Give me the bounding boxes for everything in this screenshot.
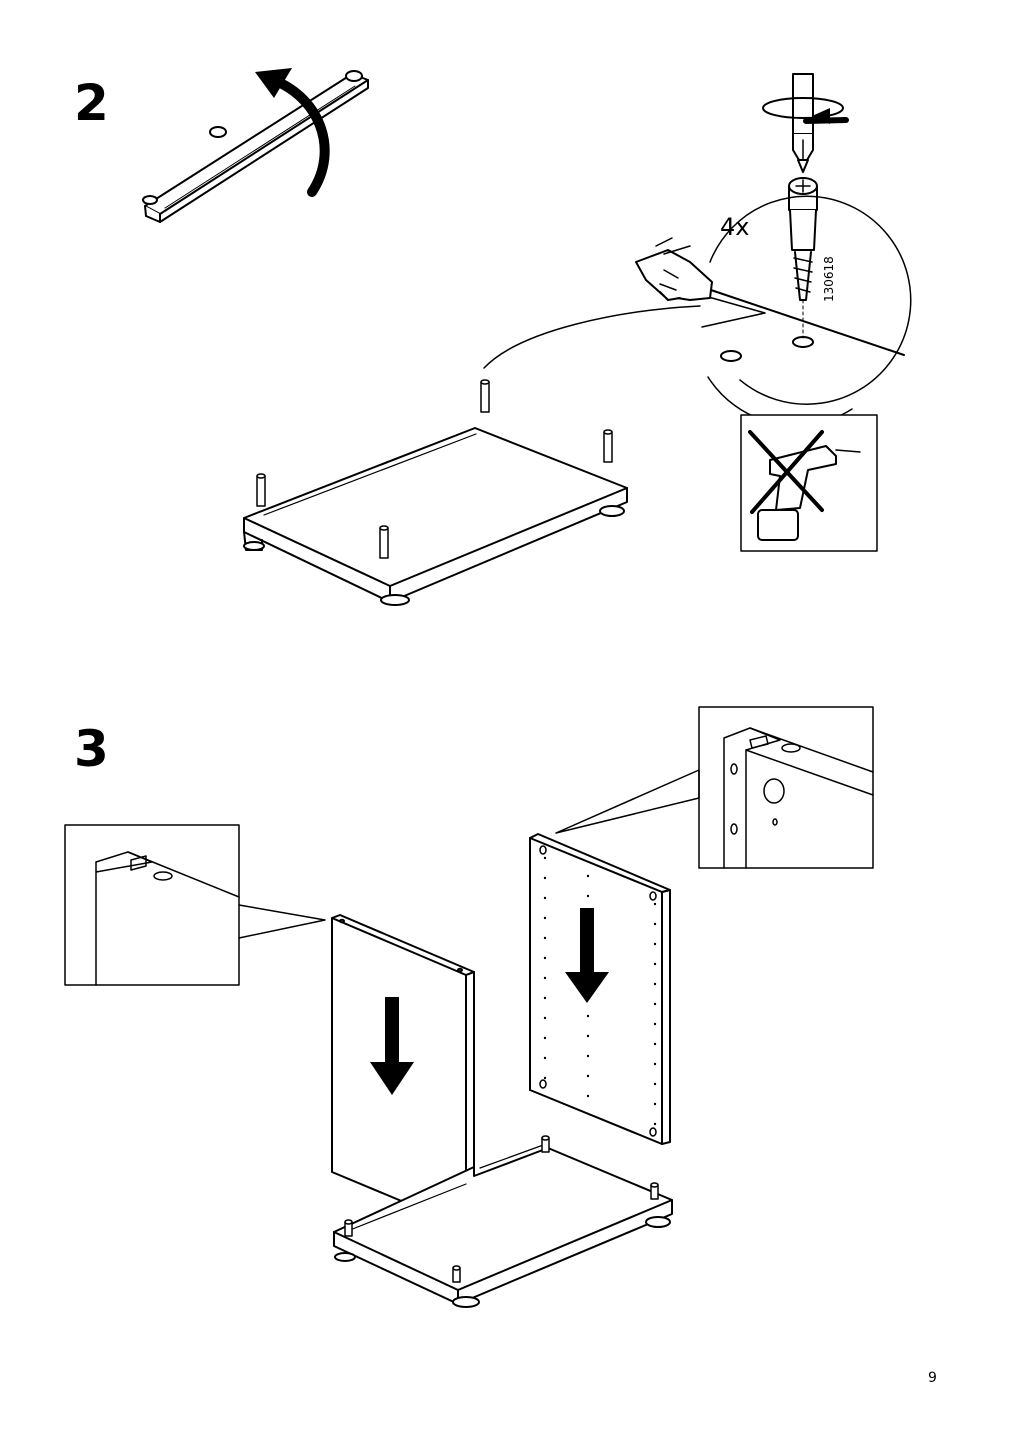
down-arrow-icon xyxy=(370,997,414,1095)
step-number-3: 3 xyxy=(74,720,109,778)
no-power-drill-icon xyxy=(740,414,878,552)
callout-line xyxy=(483,305,701,369)
hand-pointing-icon xyxy=(635,237,713,301)
right-side-panel xyxy=(529,833,671,1145)
right-callout-pointer xyxy=(555,769,700,834)
part-number-label: 130618 xyxy=(822,256,836,302)
page-number: 9 xyxy=(928,1370,937,1386)
clockwise-rotation-icon xyxy=(762,97,849,124)
base-panel-step2 xyxy=(243,379,628,606)
step-number-2: 2 xyxy=(74,74,109,132)
base-panel-step3 xyxy=(333,1135,673,1308)
left-panel-detail xyxy=(64,824,240,986)
left-callout-pointer xyxy=(238,904,326,939)
flip-base-diagram xyxy=(142,70,369,223)
down-arrow-icon xyxy=(565,908,609,1003)
right-panel-detail xyxy=(698,706,874,869)
screwdriver-icon xyxy=(792,73,814,173)
rotate-arrow-icon xyxy=(255,68,330,197)
quantity-label: 4x xyxy=(720,213,749,241)
